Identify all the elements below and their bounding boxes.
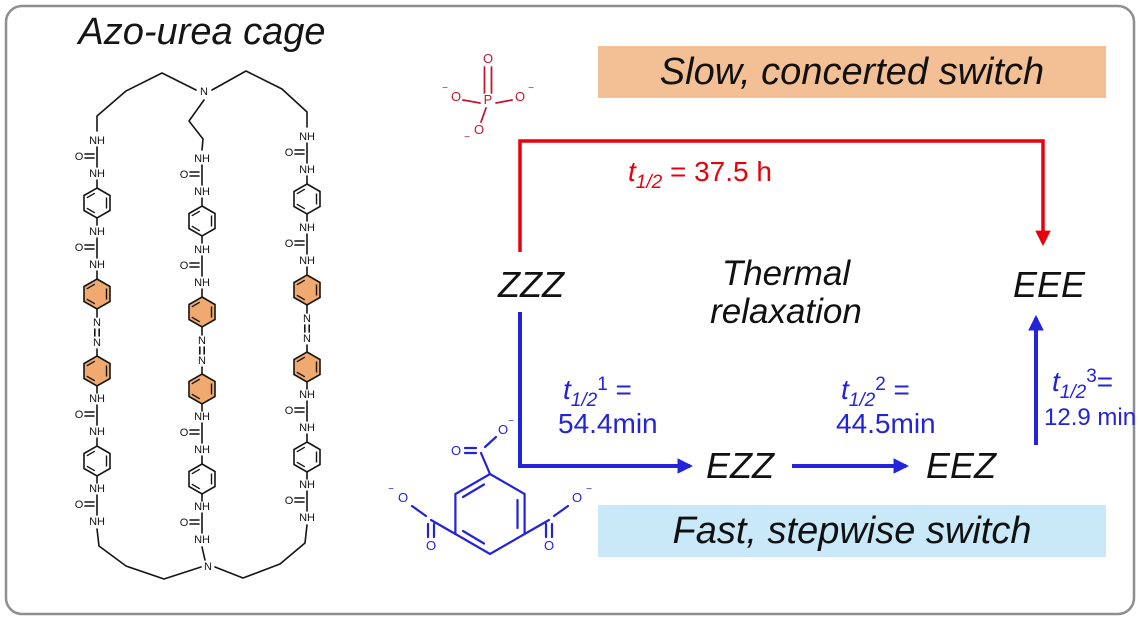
halflife-step2-line1: t1/22 = xyxy=(841,374,910,411)
state-eee: EEE xyxy=(1013,264,1086,305)
o-label: O xyxy=(426,538,436,553)
o-label: O xyxy=(572,490,582,505)
minus-charge: − xyxy=(528,83,534,94)
stepwise-arrow-1 xyxy=(518,312,694,474)
thermal-relaxation-line1: Thermal xyxy=(722,254,852,293)
o-label: O xyxy=(515,89,525,104)
o-label: O xyxy=(451,89,461,104)
cage-title: Azo-urea cage xyxy=(76,11,325,53)
halflife-concerted: t1/2 = 37.5 h xyxy=(628,156,772,193)
halflife-step3-line2: 12.9 min xyxy=(1044,404,1136,431)
halflife-step2-line2: 44.5min xyxy=(836,408,936,439)
o-label: O xyxy=(451,443,461,458)
bridge-chains xyxy=(96,70,308,580)
minus-charge: − xyxy=(508,416,514,427)
minus-charge: − xyxy=(442,83,448,94)
minus-charge: − xyxy=(586,484,592,495)
bridgehead-n-bottom: N xyxy=(204,561,212,573)
slow-switch-banner xyxy=(598,46,1106,98)
o-label: O xyxy=(483,51,493,66)
minus-charge: − xyxy=(464,132,470,143)
halflife-step1-line1: t1/21 = xyxy=(563,374,632,411)
tricarboxylate-anion: O O − O O − O O − xyxy=(388,416,592,556)
azo-urea-cage-structure: N N xyxy=(75,70,320,580)
phosphate-anion: P O O − O − O − xyxy=(442,51,534,143)
o-label: O xyxy=(498,422,508,437)
o-label: O xyxy=(398,490,408,505)
p-label: P xyxy=(484,92,493,107)
concerted-switch-arrow xyxy=(518,139,1051,252)
halflife-step1-line2: 54.4min xyxy=(558,408,658,439)
state-zzz: ZZZ xyxy=(497,264,565,305)
fast-switch-label: Fast, stepwise switch xyxy=(673,510,1032,552)
o-label: O xyxy=(474,122,484,137)
state-ezz: EZZ xyxy=(706,445,775,486)
halflife-step3-line1: t1/23= xyxy=(1052,366,1113,403)
o-label: O xyxy=(544,538,554,553)
fast-switch-banner xyxy=(598,505,1106,557)
slow-switch-label: Slow, concerted switch xyxy=(660,51,1044,93)
minus-charge: − xyxy=(388,484,394,495)
state-eez: EEZ xyxy=(926,445,997,486)
bridgehead-n-top: N xyxy=(200,86,208,98)
thermal-relaxation-line2: relaxation xyxy=(710,292,862,331)
